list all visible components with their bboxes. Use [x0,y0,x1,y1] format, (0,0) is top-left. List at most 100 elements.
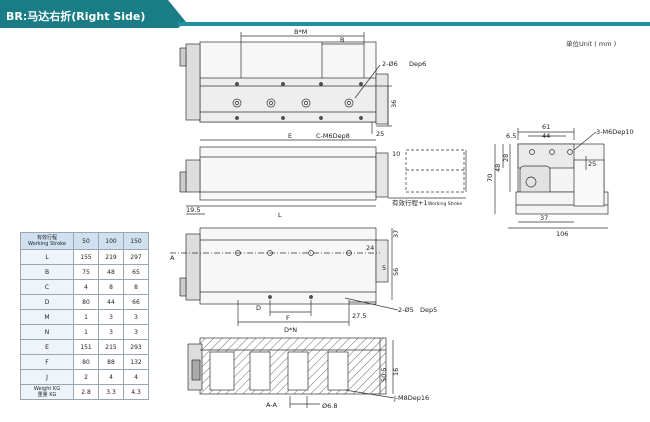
header-en: Working Stroke [28,241,66,247]
end-view [494,128,609,229]
weight-label-cn: 重量 KG [37,392,57,398]
callout-c-m6: C-M6Dep8 [316,132,350,140]
dim-37-end: 37 [540,214,548,222]
dim-106: 106 [556,230,568,238]
cell: 66 [123,294,149,310]
header-band [0,0,650,28]
callout-section: J-M8Dep16 [393,394,429,402]
dim-10: 10 [392,150,400,158]
dim-50-5: 50.5 [380,368,388,382]
cell: 80 [73,354,99,370]
row-label: L [20,249,74,265]
header-title-block [0,0,160,28]
dim-e: E [288,132,292,140]
table-header-label: 有效行程 Working Stroke [20,232,74,250]
dim-37-front: 37 [392,230,400,238]
cell: 4.3 [123,384,149,400]
weight-label-en: Weight KG [33,386,61,392]
dim-6-8: Ø6.8 [322,402,337,410]
cell: 2 [73,369,99,385]
callout-top-hole-tail: Dep6 [409,60,426,68]
row-label: E [20,339,74,355]
cell: 8 [123,279,149,295]
dim-dn: D*N [284,326,297,334]
cell: 3 [123,324,149,340]
cell: 1 [73,324,99,340]
section-view [187,337,395,408]
col-100: 100 [98,232,124,250]
row-label: F [20,354,74,370]
callout-front-hole-tail: Dep5 [420,306,437,314]
cell: 44 [98,294,124,310]
row-label: M [20,309,74,325]
cell: 293 [123,339,149,355]
dim-61: 61 [542,123,550,131]
dim-28: 28 [502,154,510,162]
col-50: 50 [73,232,99,250]
dim-b: B [340,36,344,44]
dim-27-5: 27.5 [352,312,366,320]
cell: 88 [98,354,124,370]
row-label: N [20,324,74,340]
header-slant [160,0,186,28]
dim-f: F [286,314,290,322]
dim-56: 56 [392,268,400,276]
side-view [179,139,467,215]
cell: 219 [98,249,124,265]
cell: 75 [73,264,99,280]
dim-bm: B*M [294,28,307,36]
callout-front-hole: 2-Ø5 [398,306,414,314]
dim-44: 44 [542,132,550,140]
dim-48: 48 [494,164,502,172]
row-label: B [20,264,74,280]
dim-19-5: 19.5 [186,206,200,214]
stroke-label-en: Working Stroke [428,201,462,207]
weight-label: Weight KG 重量 KG [20,384,74,400]
stroke-label-cn: 有效行程+1 [392,198,428,207]
cell: 3 [98,324,124,340]
col-150: 150 [123,232,149,250]
dim-24: 24 [366,244,374,252]
dimension-labels: B*M B 2-Ø6 Dep6 36 25 C-M6Dep8 E 10 19.5… [170,28,634,410]
row-label: D [20,294,74,310]
dim-6-5: 6.5 [506,132,516,140]
cell: 3 [98,309,124,325]
dim-25-end: 25 [588,160,596,168]
cell: 4 [73,279,99,295]
dim-l: L [278,211,282,219]
section-label: A-A [266,401,278,409]
cell: 48 [98,264,124,280]
top-view [179,32,392,134]
cell: 3.3 [98,384,124,400]
dim-25-top: 25 [376,130,384,138]
dim-16: 16 [392,368,400,376]
cell: 155 [73,249,99,265]
callout-end: 3-M6Dep10 [596,128,634,136]
dim-70: 70 [486,174,494,182]
front-view [170,227,399,326]
cell: 3 [123,309,149,325]
cell: 297 [123,249,149,265]
cell: 65 [123,264,149,280]
table-row-weight: Weight KG 重量 KG 2.8 3.3 4.3 [20,384,149,400]
dim-5: 5 [382,264,386,272]
cell: 80 [73,294,99,310]
header-rule [178,22,650,26]
dim-d: D [256,304,261,312]
cell: 8 [98,279,124,295]
cell: 1 [73,309,99,325]
callout-top-hole: 2-Ø6 [382,60,398,68]
cell: 4 [123,369,149,385]
section-mark-a: A [170,254,175,262]
cell: 151 [73,339,99,355]
